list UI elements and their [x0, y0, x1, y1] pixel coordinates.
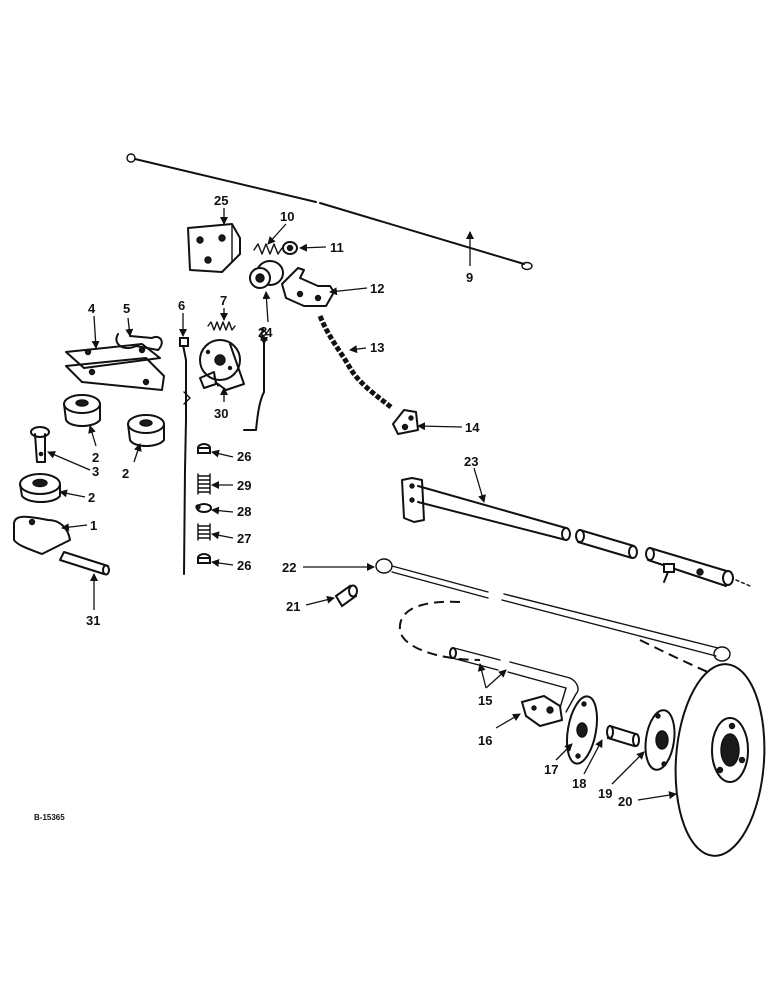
callout-30: 30 [214, 406, 228, 421]
part-3-pin [30, 426, 50, 463]
part-29-spring [197, 473, 211, 495]
callout-17: 17 [544, 762, 558, 777]
part-26-collar [197, 443, 211, 454]
callout-2: 2 [92, 450, 99, 465]
callout-20: 20 [618, 794, 632, 809]
callout-11: 11 [330, 240, 344, 255]
callout-4: 4 [88, 301, 96, 316]
part-4-plates [65, 343, 165, 391]
callout-2: 2 [122, 466, 129, 481]
part-11-nut [282, 241, 298, 255]
part-17-flange [566, 695, 598, 765]
callout-29: 29 [237, 478, 251, 493]
callout-14: 14 [465, 420, 480, 435]
callout-8: 8 [260, 324, 267, 339]
callout-15: 15 [478, 693, 492, 708]
callout-3: 3 [92, 464, 99, 479]
part-16-coupling [520, 694, 564, 728]
part-5-u-bolt [115, 333, 163, 351]
callout-24: 24 [258, 325, 273, 340]
part-13-chain [317, 315, 394, 410]
callout-23: 23 [464, 454, 478, 469]
callout-1: 1 [90, 518, 97, 533]
callout-26: 26 [237, 449, 251, 464]
part-24-pulley [249, 260, 284, 289]
callout-21: 21 [286, 599, 300, 614]
part-1-clamp [13, 515, 71, 555]
part-18-shaft [606, 724, 640, 748]
callout-10: 10 [280, 209, 294, 224]
callout-9: 9 [466, 270, 473, 285]
part-7-spring [207, 321, 236, 331]
callout-25: 25 [214, 193, 228, 208]
callout-26: 26 [237, 558, 251, 573]
callout-7: 7 [220, 293, 227, 308]
part-6-rod [179, 337, 191, 575]
callout-labels: 25 10 11 9 12 24 4 5 6 7 8 13 30 2 2 3 2… [34, 193, 632, 822]
part-15-crank-shaft [449, 647, 579, 713]
callout-18: 18 [572, 776, 586, 791]
assembly-outline-dashed [398, 600, 481, 661]
callout-19: 19 [598, 786, 612, 801]
part-19-hub [644, 709, 676, 771]
part-12-plate [281, 267, 335, 307]
assembly-outline-dashed [639, 639, 751, 691]
part-20-disc [674, 663, 766, 857]
callout-28: 28 [237, 504, 251, 519]
callout-16: 16 [478, 733, 492, 748]
callout-22: 22 [282, 560, 296, 575]
part-2-bushing [127, 414, 165, 447]
part-27-spring [197, 523, 211, 541]
callout-31: 31 [86, 613, 100, 628]
leader-lines [47, 208, 677, 801]
drawing-code: B-15365 [34, 813, 65, 822]
callout-27: 27 [237, 531, 251, 546]
part-30-pulley-assembly [199, 339, 245, 391]
part-28-collar [195, 503, 212, 513]
callout-12: 12 [370, 281, 384, 296]
callout-13: 13 [370, 340, 384, 355]
part-14-hook [392, 409, 419, 435]
part-22-rod [375, 558, 731, 662]
part-31-pin [59, 551, 110, 576]
callout-5: 5 [123, 301, 130, 316]
part-2-bushing [63, 394, 101, 427]
part-23-shaft [401, 477, 751, 587]
part-26-collar [197, 553, 211, 564]
callout-2: 2 [88, 490, 95, 505]
part-10-spring [253, 243, 283, 255]
callout-6: 6 [178, 298, 185, 313]
part-9-control-rod [126, 153, 533, 271]
part-2-bushing [19, 473, 61, 503]
part-8-rod [243, 339, 268, 431]
part-25-bracket [187, 223, 241, 273]
part-21-bushing [334, 584, 358, 608]
